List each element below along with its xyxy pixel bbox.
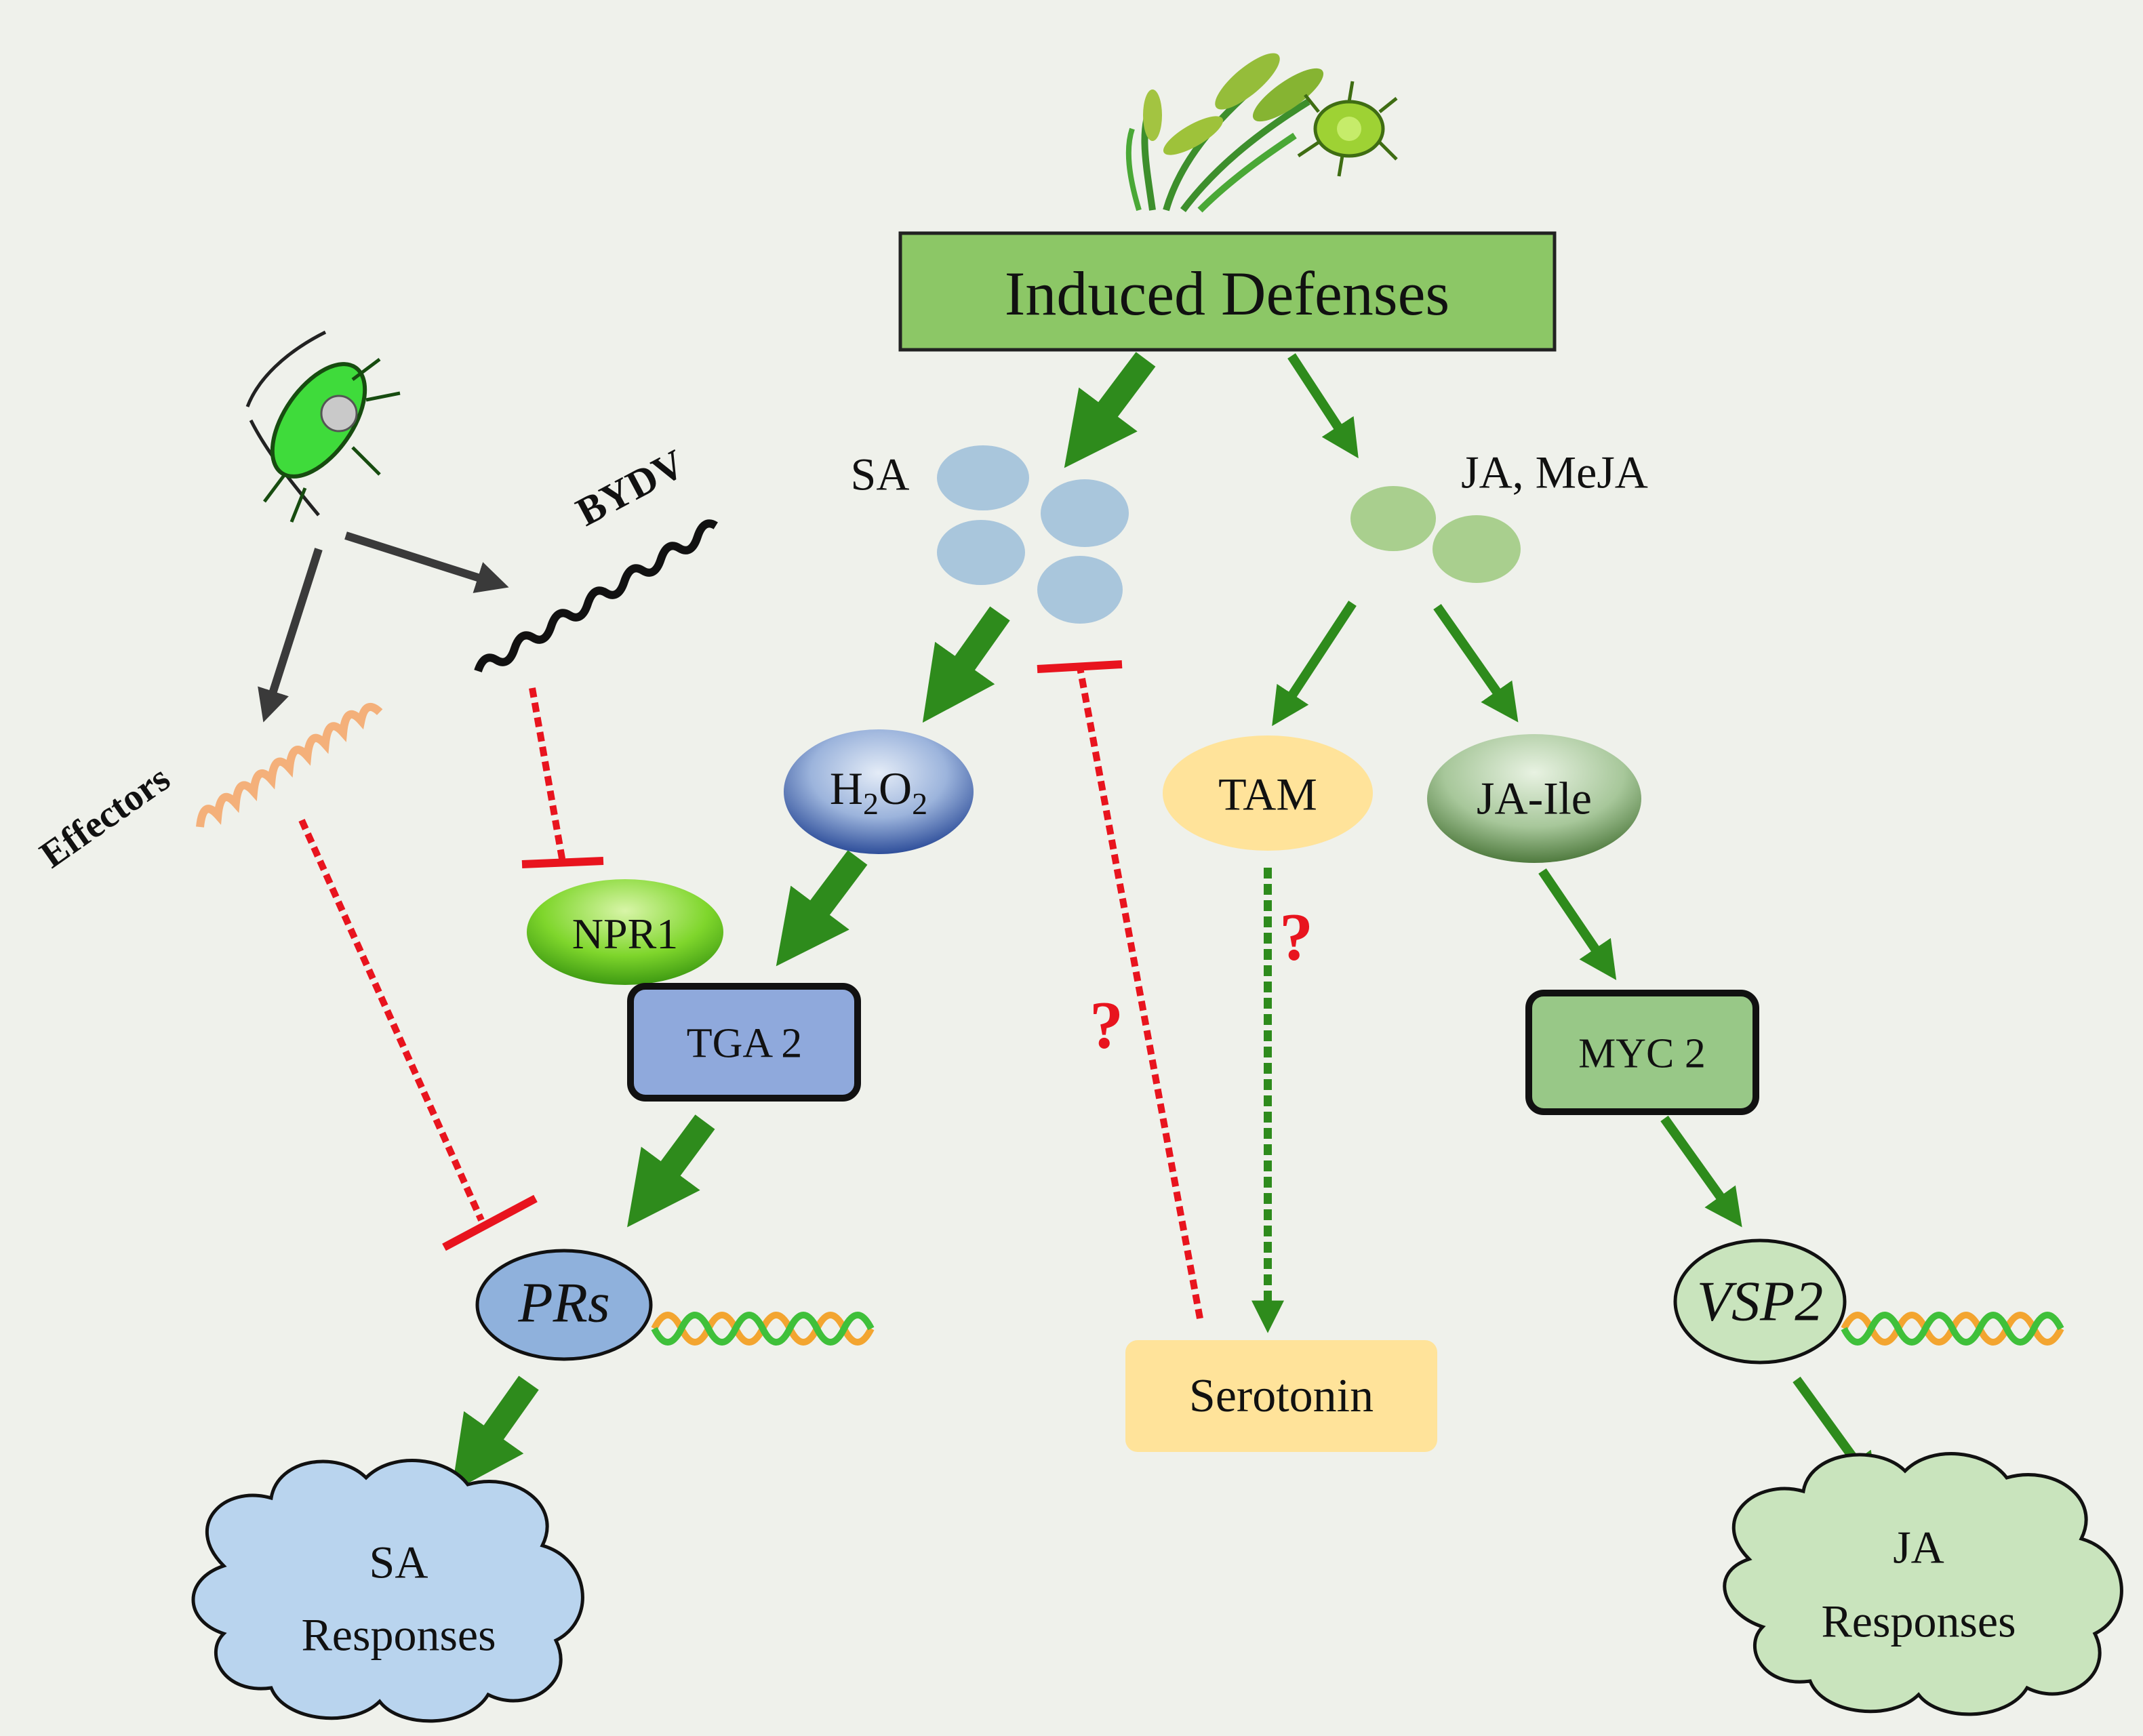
- arrow-ja-to-tam: [1272, 601, 1357, 727]
- ja-meja-label: JA, MeJA: [1461, 446, 1648, 498]
- arrow-myc2-to-vsp2: [1660, 1115, 1742, 1228]
- inhibit-serotonin-sa: [1077, 667, 1203, 1319]
- arrow-defenses-to-ja: [1287, 353, 1359, 459]
- bydv-virus-icon: [474, 519, 718, 673]
- aphid-icon-top: [1297, 81, 1398, 177]
- ja-molecules: [1350, 486, 1521, 583]
- aphid-icon-left: [245, 330, 401, 523]
- jaile-node: [1427, 734, 1641, 863]
- arrow-h2o2-to-tga2: [776, 850, 868, 967]
- sa-responses-line1: SA: [369, 1536, 428, 1588]
- induced-defenses-title: Induced Defenses: [1004, 259, 1450, 328]
- prs-node: [475, 1249, 653, 1361]
- myc2-box: [1525, 990, 1759, 1115]
- ja-responses-line1: JA: [1893, 1521, 1944, 1573]
- sa-responses-cloud: [191, 1459, 584, 1723]
- effectors-coil-icon: [196, 702, 383, 828]
- npr1-label: NPR1: [572, 910, 679, 958]
- jaile-label: JA-Ile: [1477, 772, 1592, 824]
- sa-label: SA: [850, 448, 910, 500]
- vsp2-node: [1673, 1238, 1847, 1365]
- arrow-prs-to-sa-responses: [451, 1375, 539, 1493]
- serotonin-label: Serotonin: [1188, 1370, 1374, 1422]
- inhibit-bydv-npr1: [529, 687, 566, 863]
- arrow-ja-to-jaile: [1433, 603, 1519, 723]
- sa-responses-line2: Responses: [301, 1609, 496, 1661]
- tga2-box: [627, 983, 861, 1102]
- induced-defenses-box: [898, 231, 1557, 352]
- arrow-tga2-to-prs: [627, 1114, 715, 1228]
- ja-responses-line2: Responses: [1821, 1595, 2016, 1647]
- ja-responses-cloud: [1723, 1452, 2123, 1716]
- npr1-node: [527, 879, 723, 985]
- sa-molecules: [937, 445, 1129, 624]
- tam-node: [1163, 735, 1373, 851]
- inhibit-bar-prs: [442, 1194, 538, 1251]
- serotonin-box: [1125, 1340, 1437, 1452]
- prs-label: PRs: [518, 1271, 610, 1335]
- arrow-aphid-to-bydv: [344, 531, 509, 593]
- dna-helix-icon-left: [651, 1312, 875, 1346]
- inhibit-bar-npr1: [521, 857, 604, 868]
- inhibit-bar-sa: [1037, 660, 1123, 673]
- tga2-label: TGA 2: [686, 1020, 803, 1067]
- question-mark-tam-serotonin: ?: [1279, 899, 1313, 975]
- h2o2-node: [784, 729, 974, 854]
- inhibit-effectors-prs: [298, 818, 485, 1222]
- myc2-label: MYC 2: [1578, 1030, 1706, 1077]
- arrow-defenses-to-sa: [1064, 352, 1156, 468]
- vsp2-label: VSP2: [1696, 1270, 1824, 1333]
- h2o2-label: H2O2: [829, 763, 928, 821]
- dna-helix-icon-right: [1841, 1312, 2064, 1346]
- wheat-plant-icon: [1125, 53, 1324, 213]
- arrow-sa-to-h2o2: [922, 606, 1010, 723]
- question-mark-serotonin-sa: ?: [1089, 987, 1123, 1063]
- tam-label: TAM: [1218, 768, 1317, 820]
- arrow-jaile-to-myc2: [1538, 868, 1617, 980]
- arrow-aphid-to-effectors: [258, 548, 323, 723]
